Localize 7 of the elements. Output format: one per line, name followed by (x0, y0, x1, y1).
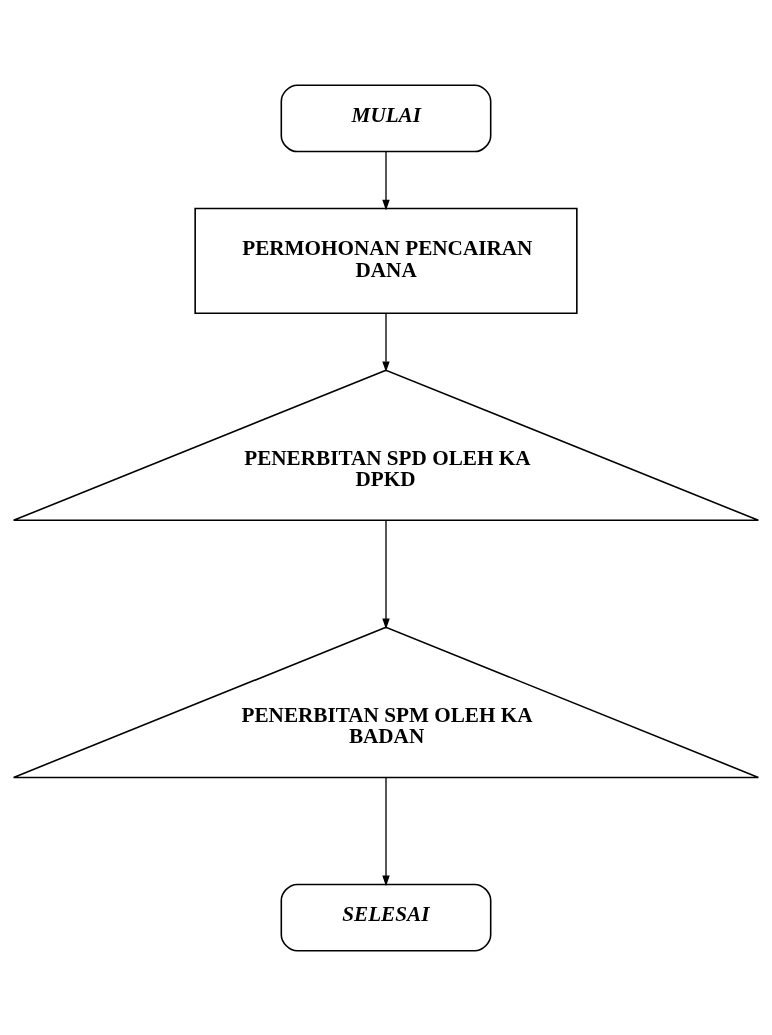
arrow (382, 312, 390, 372)
node-box: SELESAI (280, 883, 492, 951)
arrow (382, 776, 390, 886)
node-box: MULAI (280, 84, 492, 152)
arrow (382, 150, 390, 210)
node-box: PERMOHONAN PENCAIRAN DANA (194, 207, 578, 314)
arrow (382, 519, 390, 629)
